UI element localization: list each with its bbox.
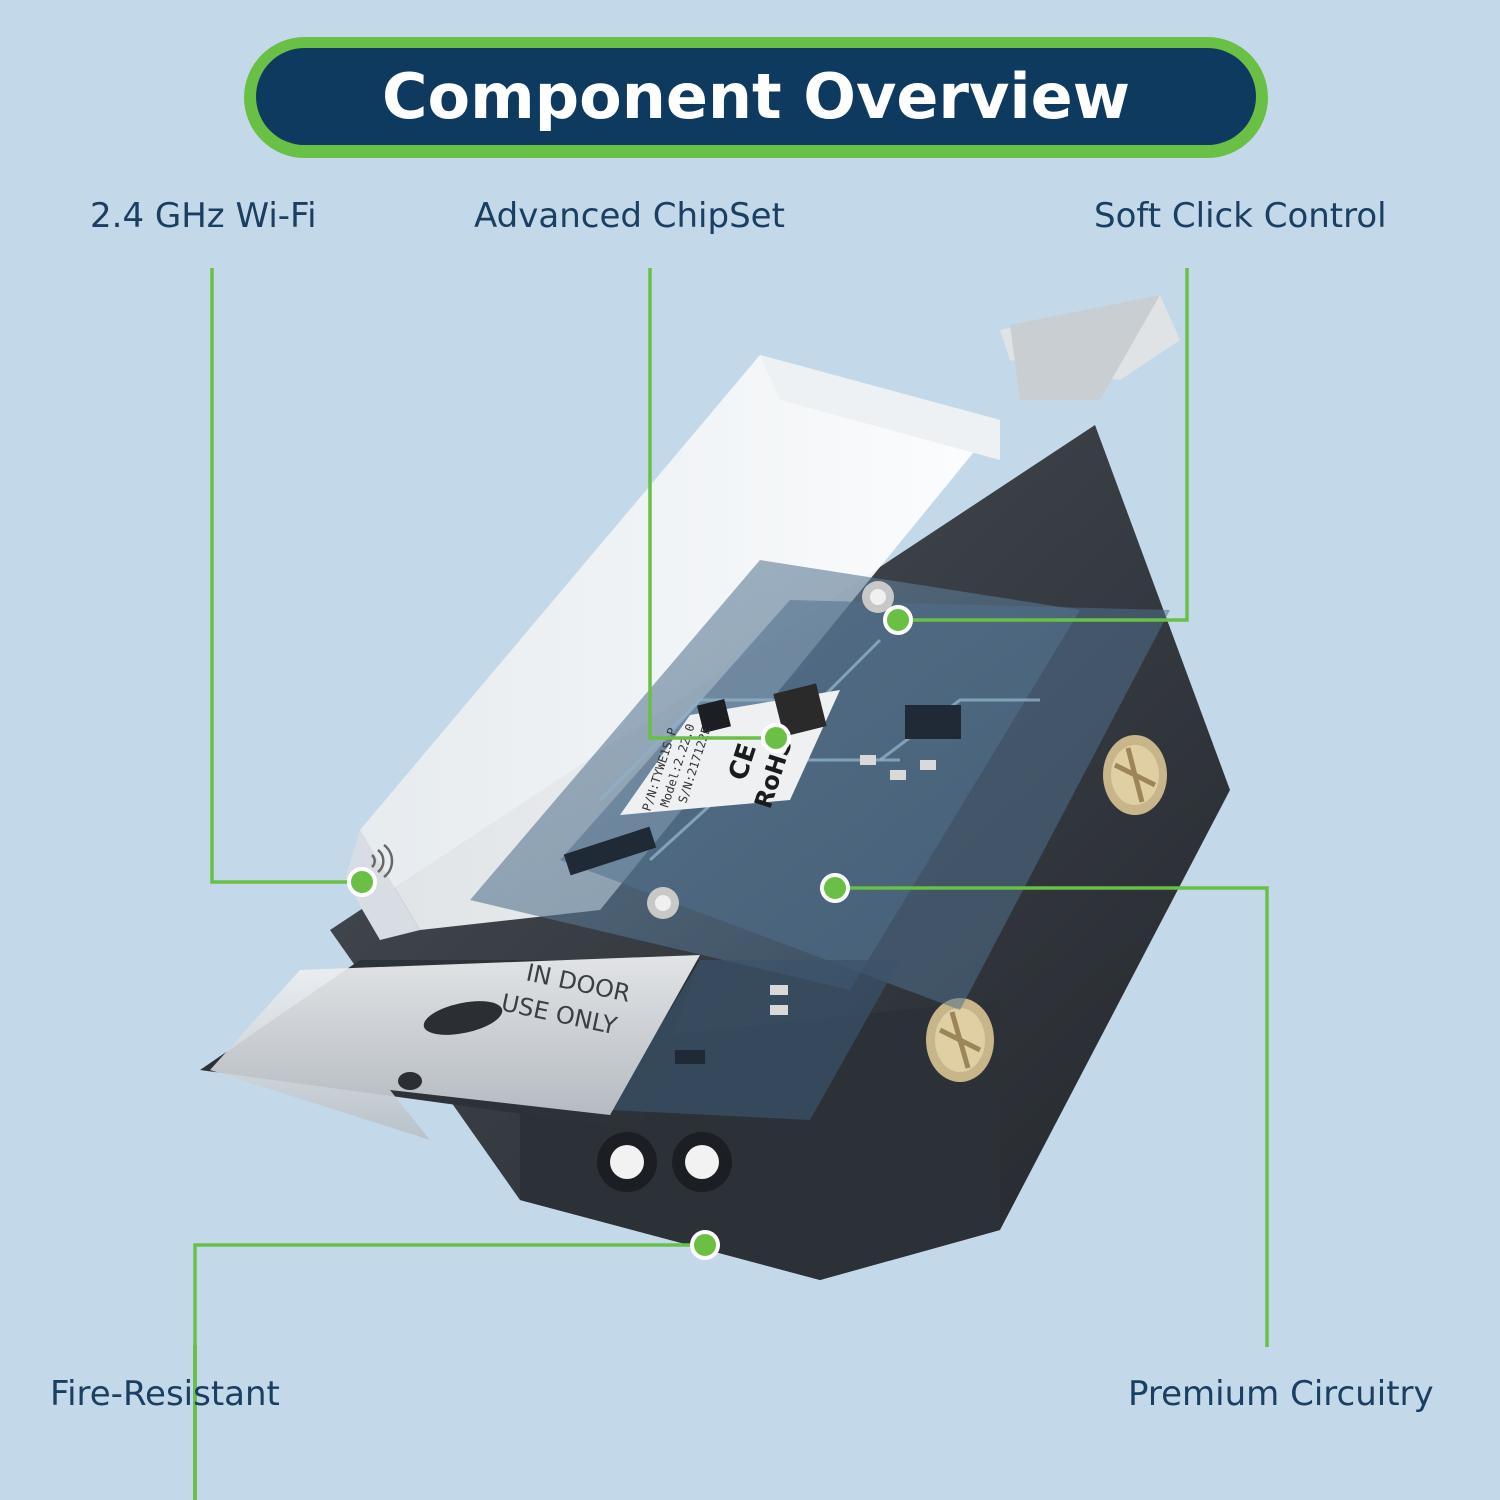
fire-resistant-callout-dot bbox=[690, 1230, 720, 1260]
circuitry-callout-dot bbox=[820, 873, 850, 903]
fire-resistant-callout-connector bbox=[193, 1243, 705, 1345]
mounting-plate: IN DOOR USE ONLY bbox=[210, 955, 700, 1140]
wifi-signal-icon bbox=[371, 844, 394, 878]
callout-dots bbox=[347, 605, 913, 1260]
callout-label-circuitry: Premium Circuitry bbox=[1128, 1374, 1434, 1414]
wire-terminal-holes bbox=[597, 1132, 732, 1192]
callout-label-wifi: 2.4 GHz Wi-Fi bbox=[90, 196, 317, 236]
callout-label-chipset: Advanced ChipSet bbox=[474, 196, 785, 236]
title-banner-inner: Component Overview bbox=[256, 48, 1256, 145]
callout-label-soft-click: Soft Click Control bbox=[1094, 196, 1387, 236]
page-title: Component Overview bbox=[382, 60, 1130, 133]
terminal-screw-upper bbox=[1103, 735, 1167, 815]
circuitry-callout-line bbox=[835, 886, 1269, 1347]
chipset-callout-dot bbox=[761, 723, 791, 753]
wifi-callout-line bbox=[210, 268, 362, 884]
soft-click-callout-dot bbox=[883, 605, 913, 635]
terminal-screw-lower bbox=[926, 998, 994, 1082]
switch-paddle bbox=[345, 355, 1000, 940]
soft-click-callout-line bbox=[900, 268, 1189, 622]
chipset-callout-line bbox=[648, 268, 776, 740]
callout-label-fire-resistant: Fire-Resistant bbox=[50, 1374, 280, 1414]
fire-resistant-connector bbox=[195, 1347, 705, 1500]
title-banner: Component Overview bbox=[244, 37, 1268, 158]
wifi-callout-dot bbox=[347, 867, 377, 897]
